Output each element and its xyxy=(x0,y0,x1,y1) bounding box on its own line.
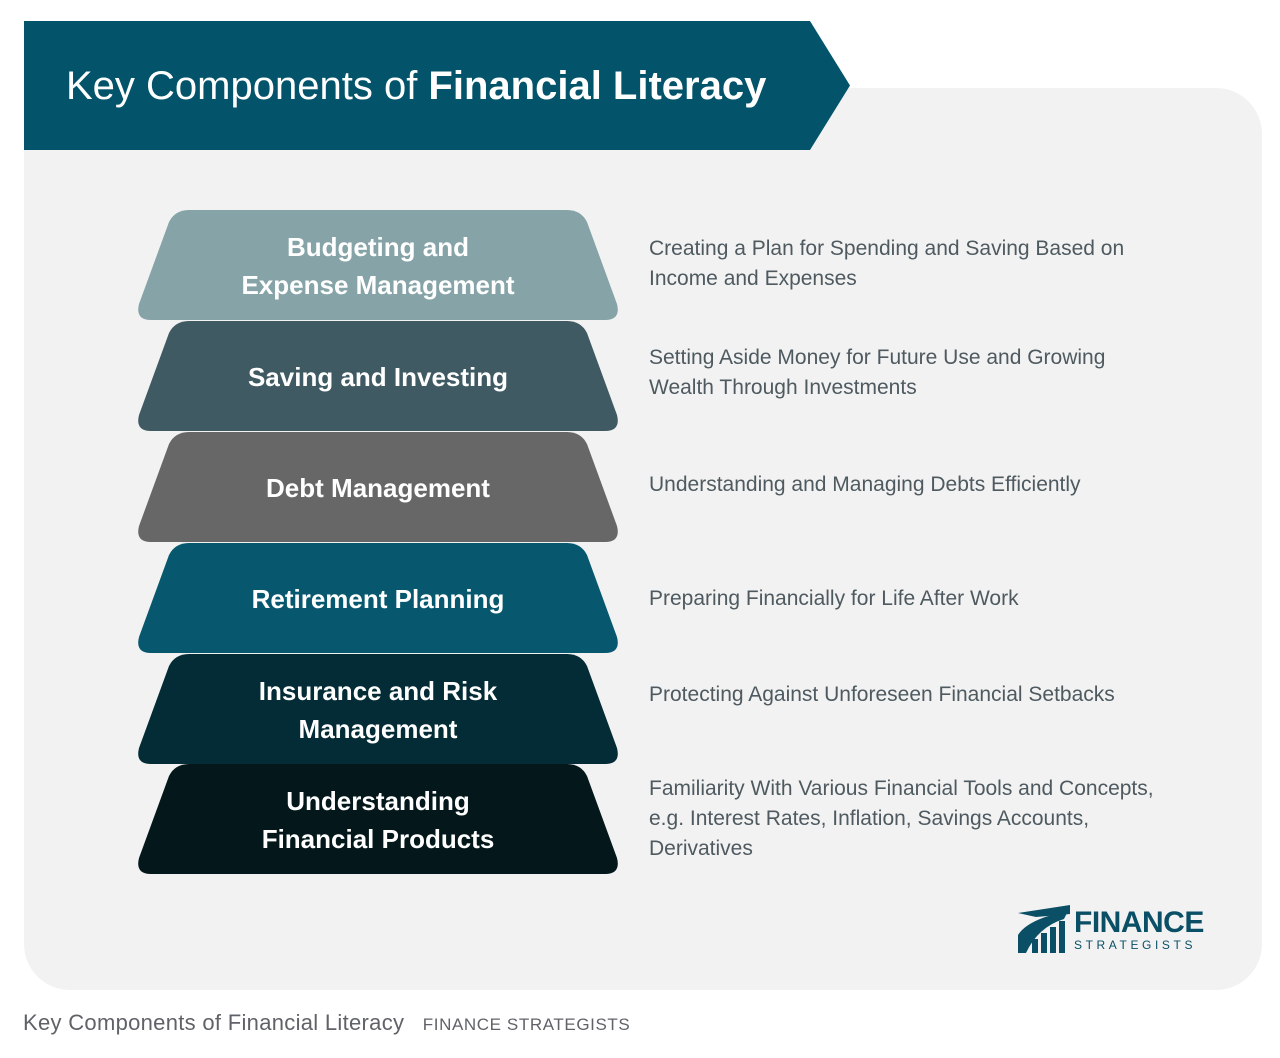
description-debt-management: Understanding and Managing Debts Efficie… xyxy=(649,473,1081,496)
layer-shape xyxy=(138,210,618,320)
layer-budgeting: Budgeting and Expense Management xyxy=(135,210,621,320)
layer-label: Retirement Planning xyxy=(251,584,505,614)
title-bold: Financial Literacy xyxy=(428,64,767,108)
description-insurance-risk: Protecting Against Unforeseen Financial … xyxy=(649,683,1115,706)
layer-label: Understanding Financial Products xyxy=(261,786,495,854)
logo-wordmark-top: FINANCE xyxy=(1074,906,1204,939)
layer-insurance-risk: Insurance and Risk Management xyxy=(135,654,621,764)
layer-label: Insurance and Risk Management xyxy=(258,676,498,744)
title-banner xyxy=(24,21,850,150)
layer-label: Saving and Investing xyxy=(247,362,509,392)
finance-strategists-logo: FINANCE STRATEGISTS xyxy=(1016,905,1206,955)
layer-shape xyxy=(138,432,618,542)
caption-title: Key Components of Financial Literacy xyxy=(23,1010,405,1035)
layer-shape xyxy=(138,543,618,653)
bar-chart-logo-icon xyxy=(1018,905,1070,953)
layer-label: Debt Management xyxy=(266,473,490,503)
description-budgeting: Creating a Plan for Spending and Saving … xyxy=(649,237,1125,290)
layer-financial-products: Understanding Financial Products xyxy=(135,764,621,874)
layer-shape xyxy=(138,764,618,874)
layer-shape xyxy=(138,321,618,431)
layer-debt-management: Debt Management xyxy=(135,432,621,542)
logo-wordmark-bottom: STRATEGISTS xyxy=(1074,938,1197,952)
caption-credit: FINANCE STRATEGISTS xyxy=(422,1015,631,1034)
title-regular: Key Components of xyxy=(66,64,429,108)
layer-shape xyxy=(138,654,618,764)
infographic-title: Key Components of Financial Literacy xyxy=(66,58,766,114)
description-retirement-planning: Preparing Financially for Life After Wor… xyxy=(649,587,1019,610)
description-saving-investing: Setting Aside Money for Future Use and G… xyxy=(649,346,1106,399)
layer-label: Budgeting and Expense Management xyxy=(241,232,515,300)
description-financial-products: Familiarity With Various Financial Tools… xyxy=(649,777,1154,860)
image-caption: Key Components of Financial Literacy FIN… xyxy=(23,1008,630,1038)
layer-saving-investing: Saving and Investing xyxy=(135,321,621,431)
layer-retirement-planning: Retirement Planning xyxy=(135,543,621,653)
